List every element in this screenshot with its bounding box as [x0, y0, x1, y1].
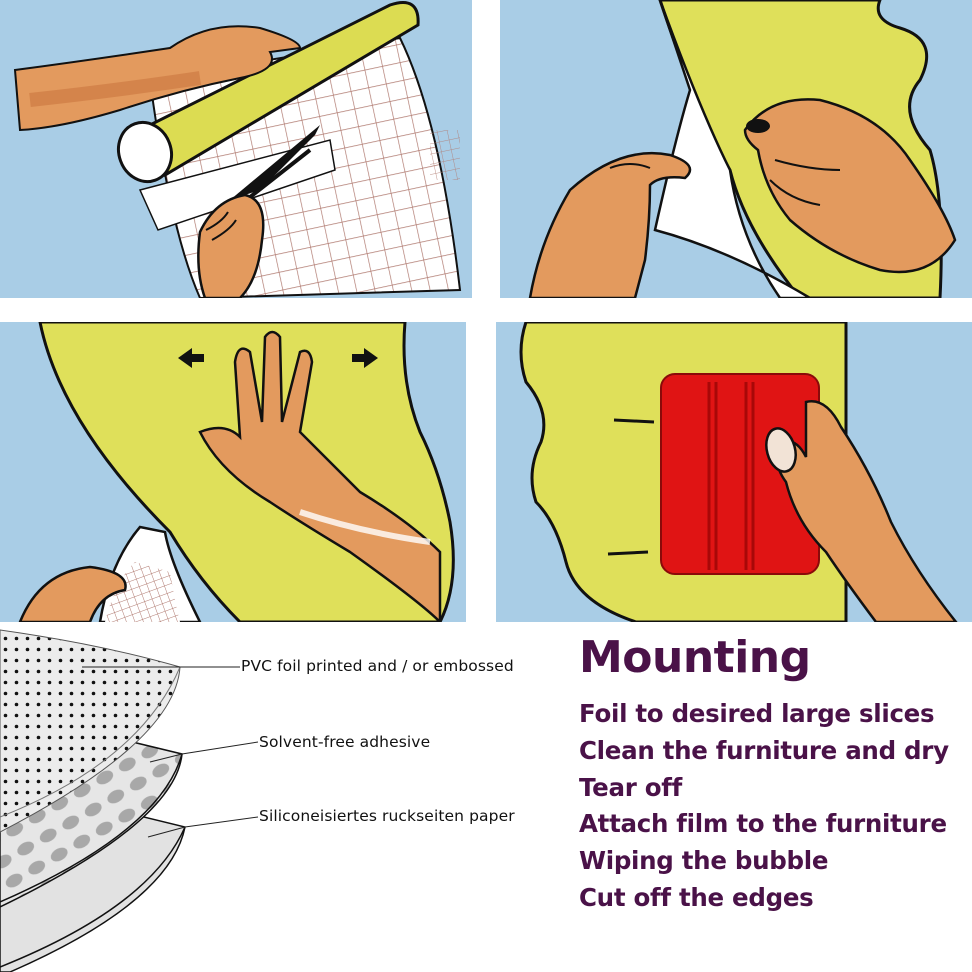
- illustration-panel-peel-backing: [500, 0, 972, 298]
- mounting-step: Foil to desired large slices: [579, 699, 935, 728]
- holding-hand: [18, 565, 127, 622]
- pvc-foil-layer: [0, 629, 181, 833]
- peel-backing-illustration: [528, 0, 957, 298]
- mounting-step: Attach film to the furniture: [579, 809, 947, 839]
- mounting-instructions: Mounting Foil to desired large slices Cl…: [579, 632, 972, 917]
- label-adhesive: Solvent-free adhesive: [259, 733, 431, 751]
- illustration-panel-attach-film: [0, 322, 466, 622]
- scissors: [230, 125, 320, 200]
- mounting-step: Tear off: [579, 772, 682, 802]
- info-section: PVC foil printed and / or embossed Solve…: [0, 622, 972, 972]
- mounting-step: Cut off the edges: [579, 882, 814, 912]
- mounting-step: Wiping the bubble: [579, 846, 829, 876]
- foil-roll: [137, 1, 420, 178]
- cut-foil-illustration: [13, 1, 462, 298]
- smoothing-hand: [198, 330, 442, 622]
- illustration-panel-cut-foil: [0, 0, 472, 298]
- cutting-hand: [197, 193, 265, 298]
- wipe-bubbles-illustration: [519, 322, 958, 622]
- left-hand: [528, 151, 692, 298]
- layer-structure-diagram: PVC foil printed and / or embossed Solve…: [0, 622, 580, 972]
- arrow-right-icon: [352, 348, 378, 368]
- mounting-title: Mounting: [579, 632, 811, 683]
- arrow-left-icon: [178, 348, 204, 368]
- layer-cross-section: [0, 629, 259, 972]
- backing-paper: [653, 0, 813, 298]
- attach-film-illustration: [18, 322, 455, 622]
- label-backing-paper: Siliconeisiertes ruckseiten paper: [259, 807, 515, 825]
- illustration-panel-wipe-bubbles: [496, 322, 972, 622]
- mounting-steps-list: Foil to desired large slices Clean the f…: [579, 696, 972, 917]
- mounting-step: Clean the furniture and dry: [579, 735, 949, 765]
- label-pvc-foil: PVC foil printed and / or embossed: [241, 657, 514, 675]
- right-hand: [743, 98, 957, 274]
